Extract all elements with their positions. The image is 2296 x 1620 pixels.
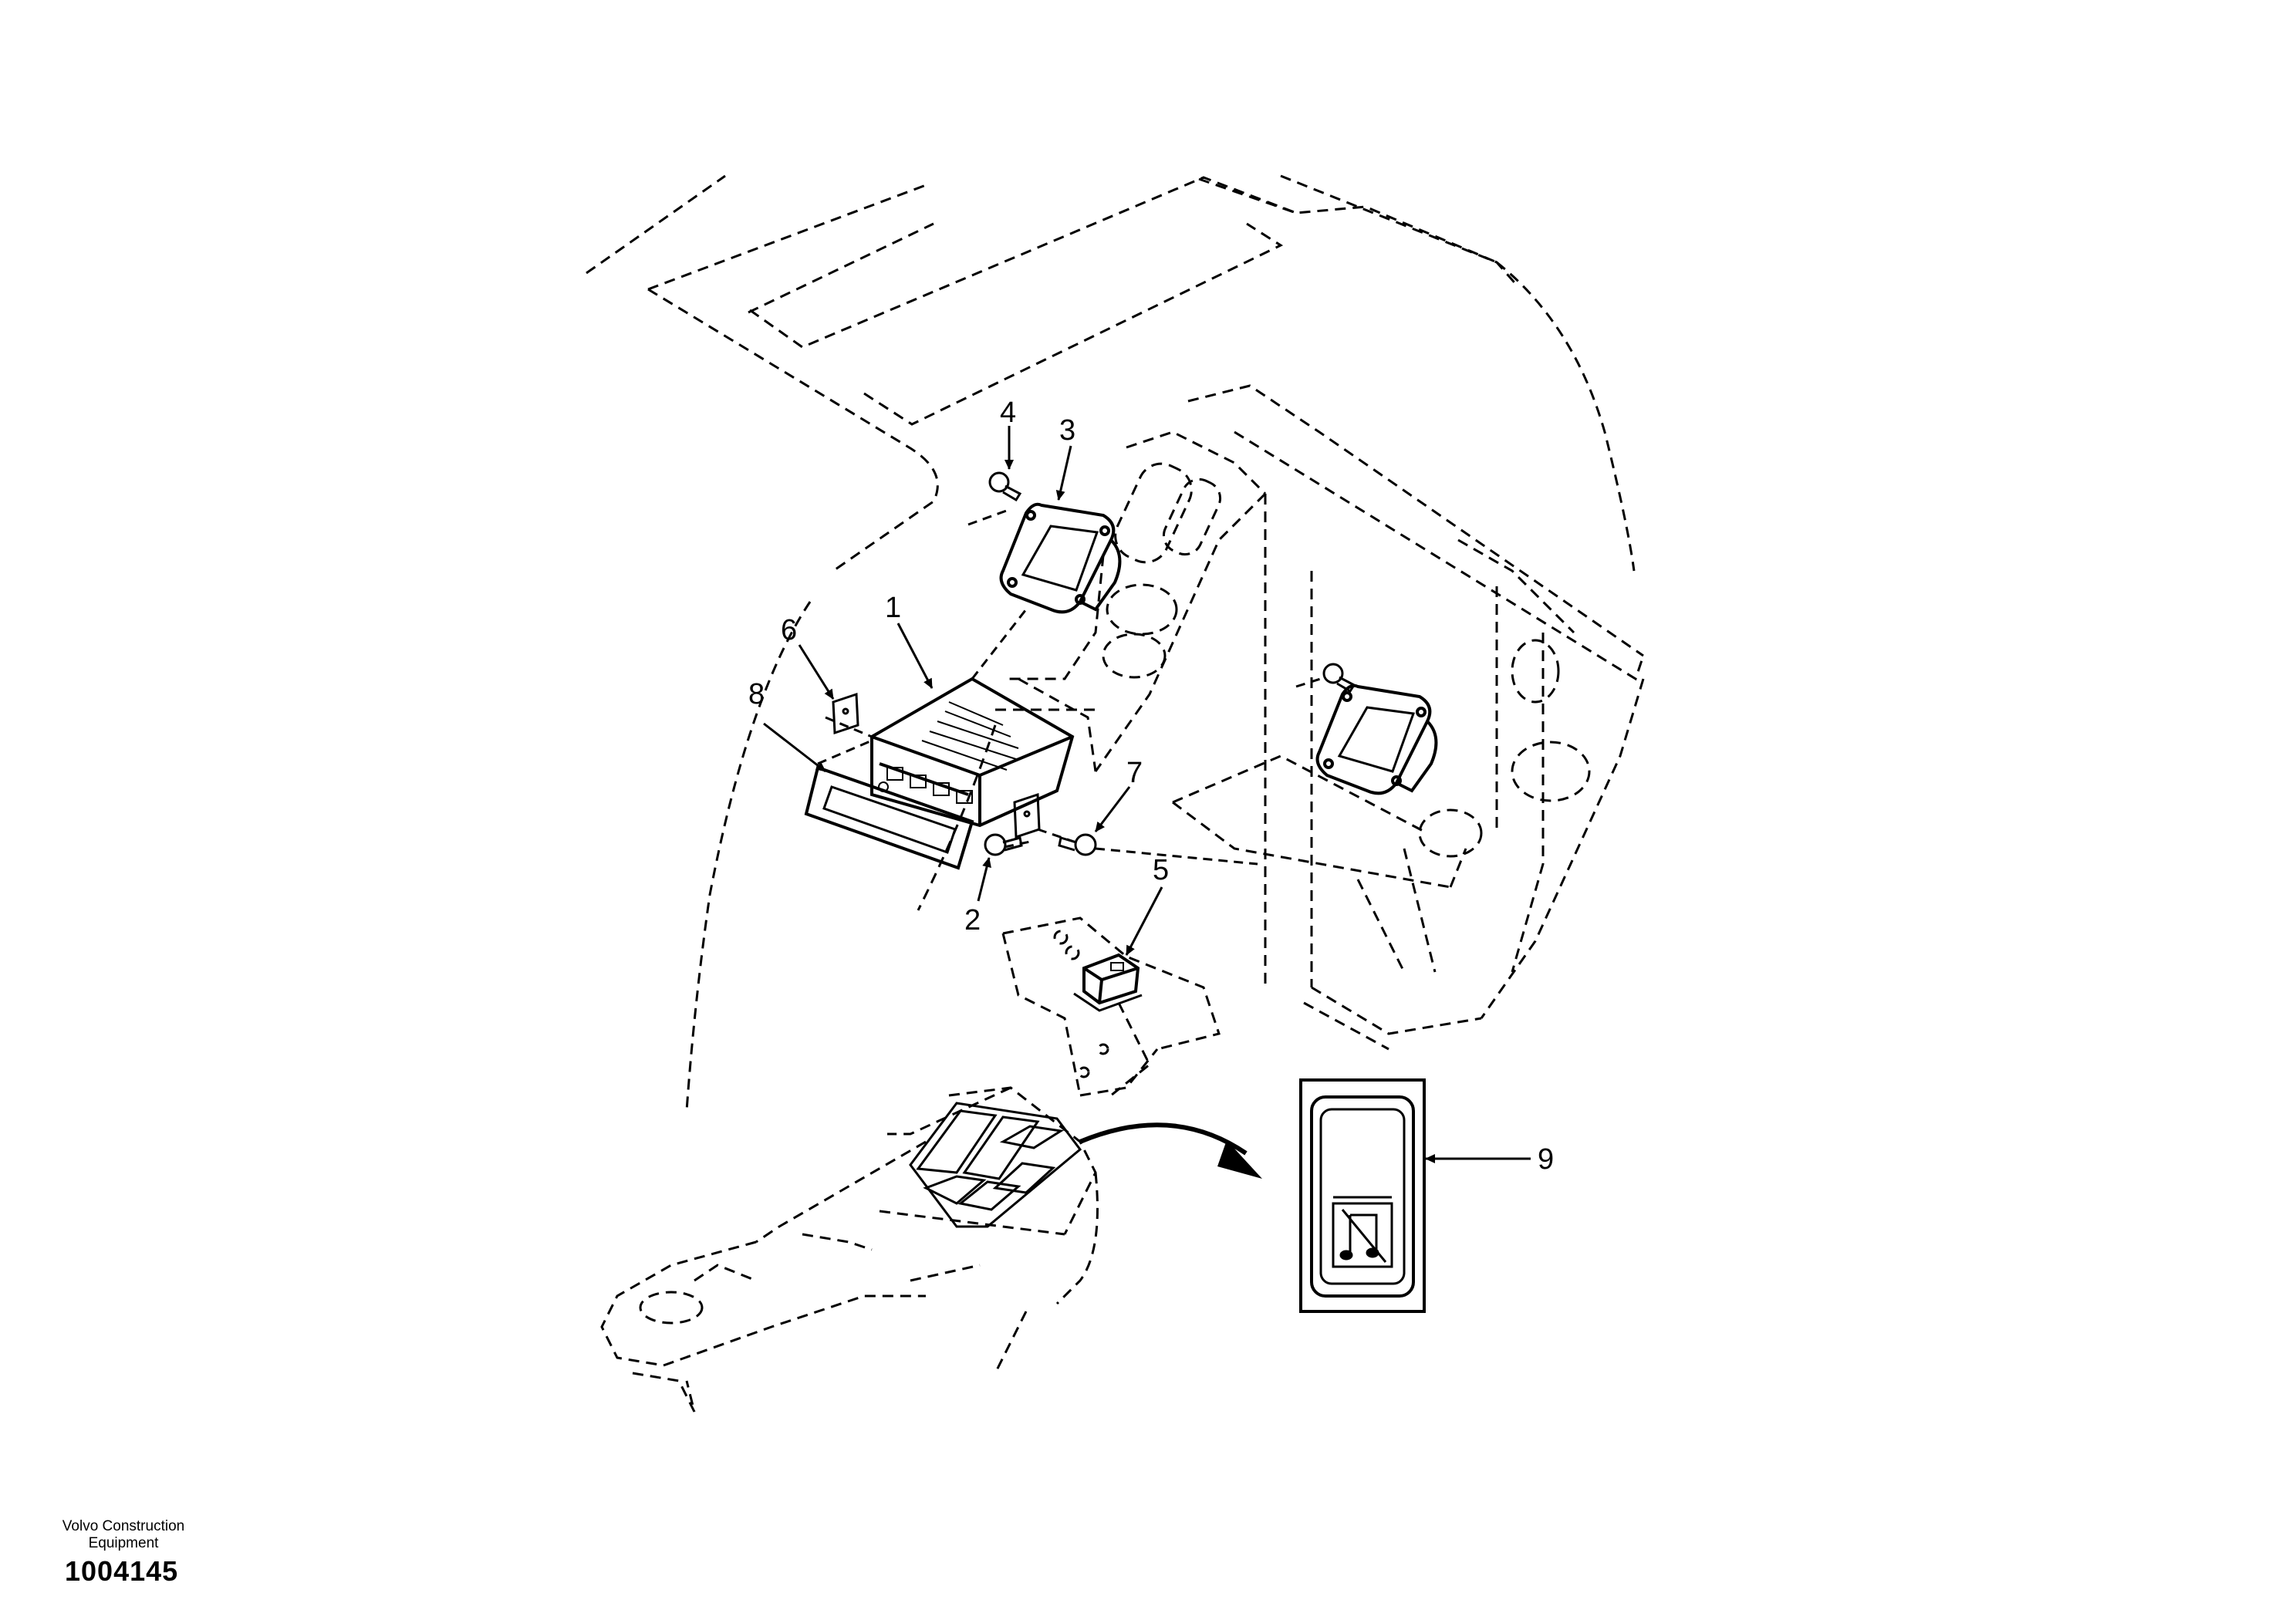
callout-7: 7 — [1126, 757, 1143, 789]
relay-5 — [1073, 953, 1143, 1012]
callout-8: 8 — [748, 678, 765, 710]
screw-2 — [984, 833, 1023, 856]
screw-7 — [1058, 833, 1097, 856]
speaker-right — [1315, 683, 1438, 795]
manufacturer-line-1: Volvo Construction — [62, 1518, 185, 1534]
manufacturer-label: Volvo Construction Equipment — [39, 1518, 208, 1552]
callout-1: 1 — [885, 592, 901, 624]
callout-2: 2 — [964, 904, 981, 937]
cab-outline — [586, 174, 1645, 1412]
bracket-6 — [832, 692, 859, 735]
assembly-lines — [817, 508, 1326, 866]
detail-arrow — [1079, 1122, 1248, 1156]
music-mute-icon — [1339, 1209, 1387, 1263]
frame-8 — [804, 765, 974, 870]
callout-numbers: 1 2 3 4 5 6 7 8 9 — [748, 397, 1554, 1176]
callout-9: 9 — [1538, 1143, 1554, 1176]
callout-4: 4 — [1000, 397, 1016, 429]
radio-unit-1 — [870, 677, 1075, 828]
rocker-switch-9 — [1299, 1078, 1426, 1313]
callout-6: 6 — [781, 614, 797, 646]
drawing-number: 1004145 — [65, 1555, 179, 1587]
callout-leaders — [763, 426, 1531, 1163]
detail-arrowhead — [1217, 1140, 1262, 1179]
armrest-switch-panel — [909, 1102, 1082, 1228]
screw-4 — [988, 471, 1022, 502]
callout-3: 3 — [1059, 414, 1075, 447]
screw-right — [1322, 663, 1356, 694]
manufacturer-line-2: Equipment — [88, 1535, 159, 1551]
speaker-3 — [999, 502, 1122, 614]
callout-5: 5 — [1153, 854, 1169, 886]
